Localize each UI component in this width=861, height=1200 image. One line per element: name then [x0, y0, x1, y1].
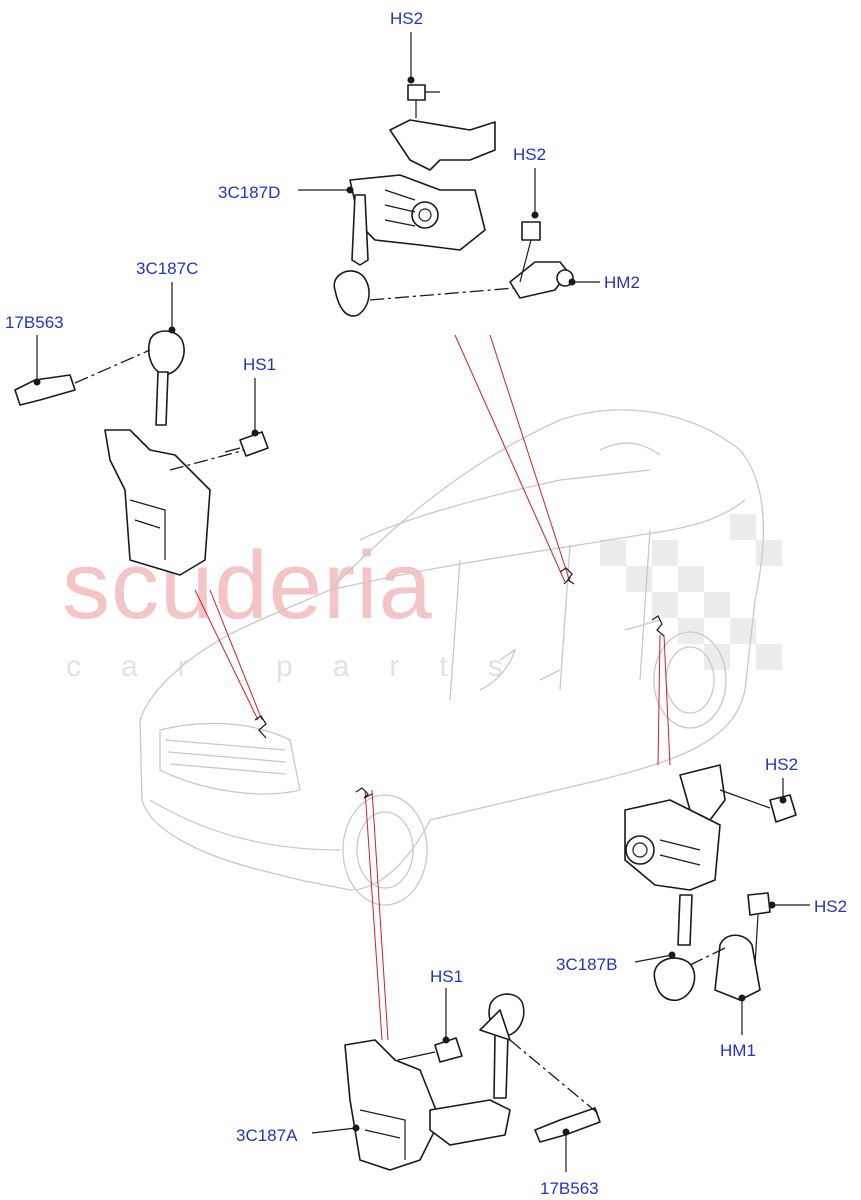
location-lines [194, 334, 671, 1041]
assembly-line-c [74, 349, 151, 384]
assembly-line-a [509, 1039, 601, 1116]
assembly-line-c2 [169, 449, 246, 471]
vehicle-outline [139, 409, 765, 906]
callout-hs1-bottom: HS1 [430, 967, 463, 986]
callout-labels: HS2 3C187D HS2 HM2 3C187C 17B563 HS1 HS2… [5, 9, 847, 1198]
assembly-line-d [369, 287, 516, 301]
assembly-line-b [689, 947, 726, 966]
sensor-3c187c [14, 330, 211, 576]
sensor-3c187a [344, 993, 601, 1171]
callout-hs2-top: HS2 [390, 9, 423, 28]
callout-3c187a: 3C187A [236, 1126, 298, 1145]
callout-17b563-bottom: 17B563 [540, 1179, 599, 1198]
callout-3c187b: 3C187B [556, 955, 617, 974]
leader-lines [33, 32, 810, 1172]
callout-hs2-top-right: HS2 [513, 145, 546, 164]
callout-3c187d: 3C187D [218, 183, 280, 202]
checkered-flag-icon [600, 514, 782, 670]
bolt-hs1-left [224, 431, 269, 457]
callout-3c187c: 3C187C [136, 259, 198, 278]
callout-hs1-left: HS1 [243, 355, 276, 374]
sensor-3c187b [624, 764, 797, 1002]
watermark-tagline: car parts [66, 650, 543, 683]
location-markers [254, 567, 665, 799]
callout-17b563-left: 17B563 [5, 313, 64, 332]
callout-hs2-right-lower: HS2 [814, 897, 847, 916]
callout-hs2-right-upper: HS2 [765, 755, 798, 774]
sensor-3c187d [333, 84, 496, 317]
callout-hm1: HM1 [720, 1041, 756, 1060]
callout-hm2: HM2 [604, 273, 640, 292]
watermark-brand: scuderia [62, 532, 433, 639]
bracket-hm2 [509, 221, 574, 299]
bracket-hm1 [714, 892, 771, 1001]
